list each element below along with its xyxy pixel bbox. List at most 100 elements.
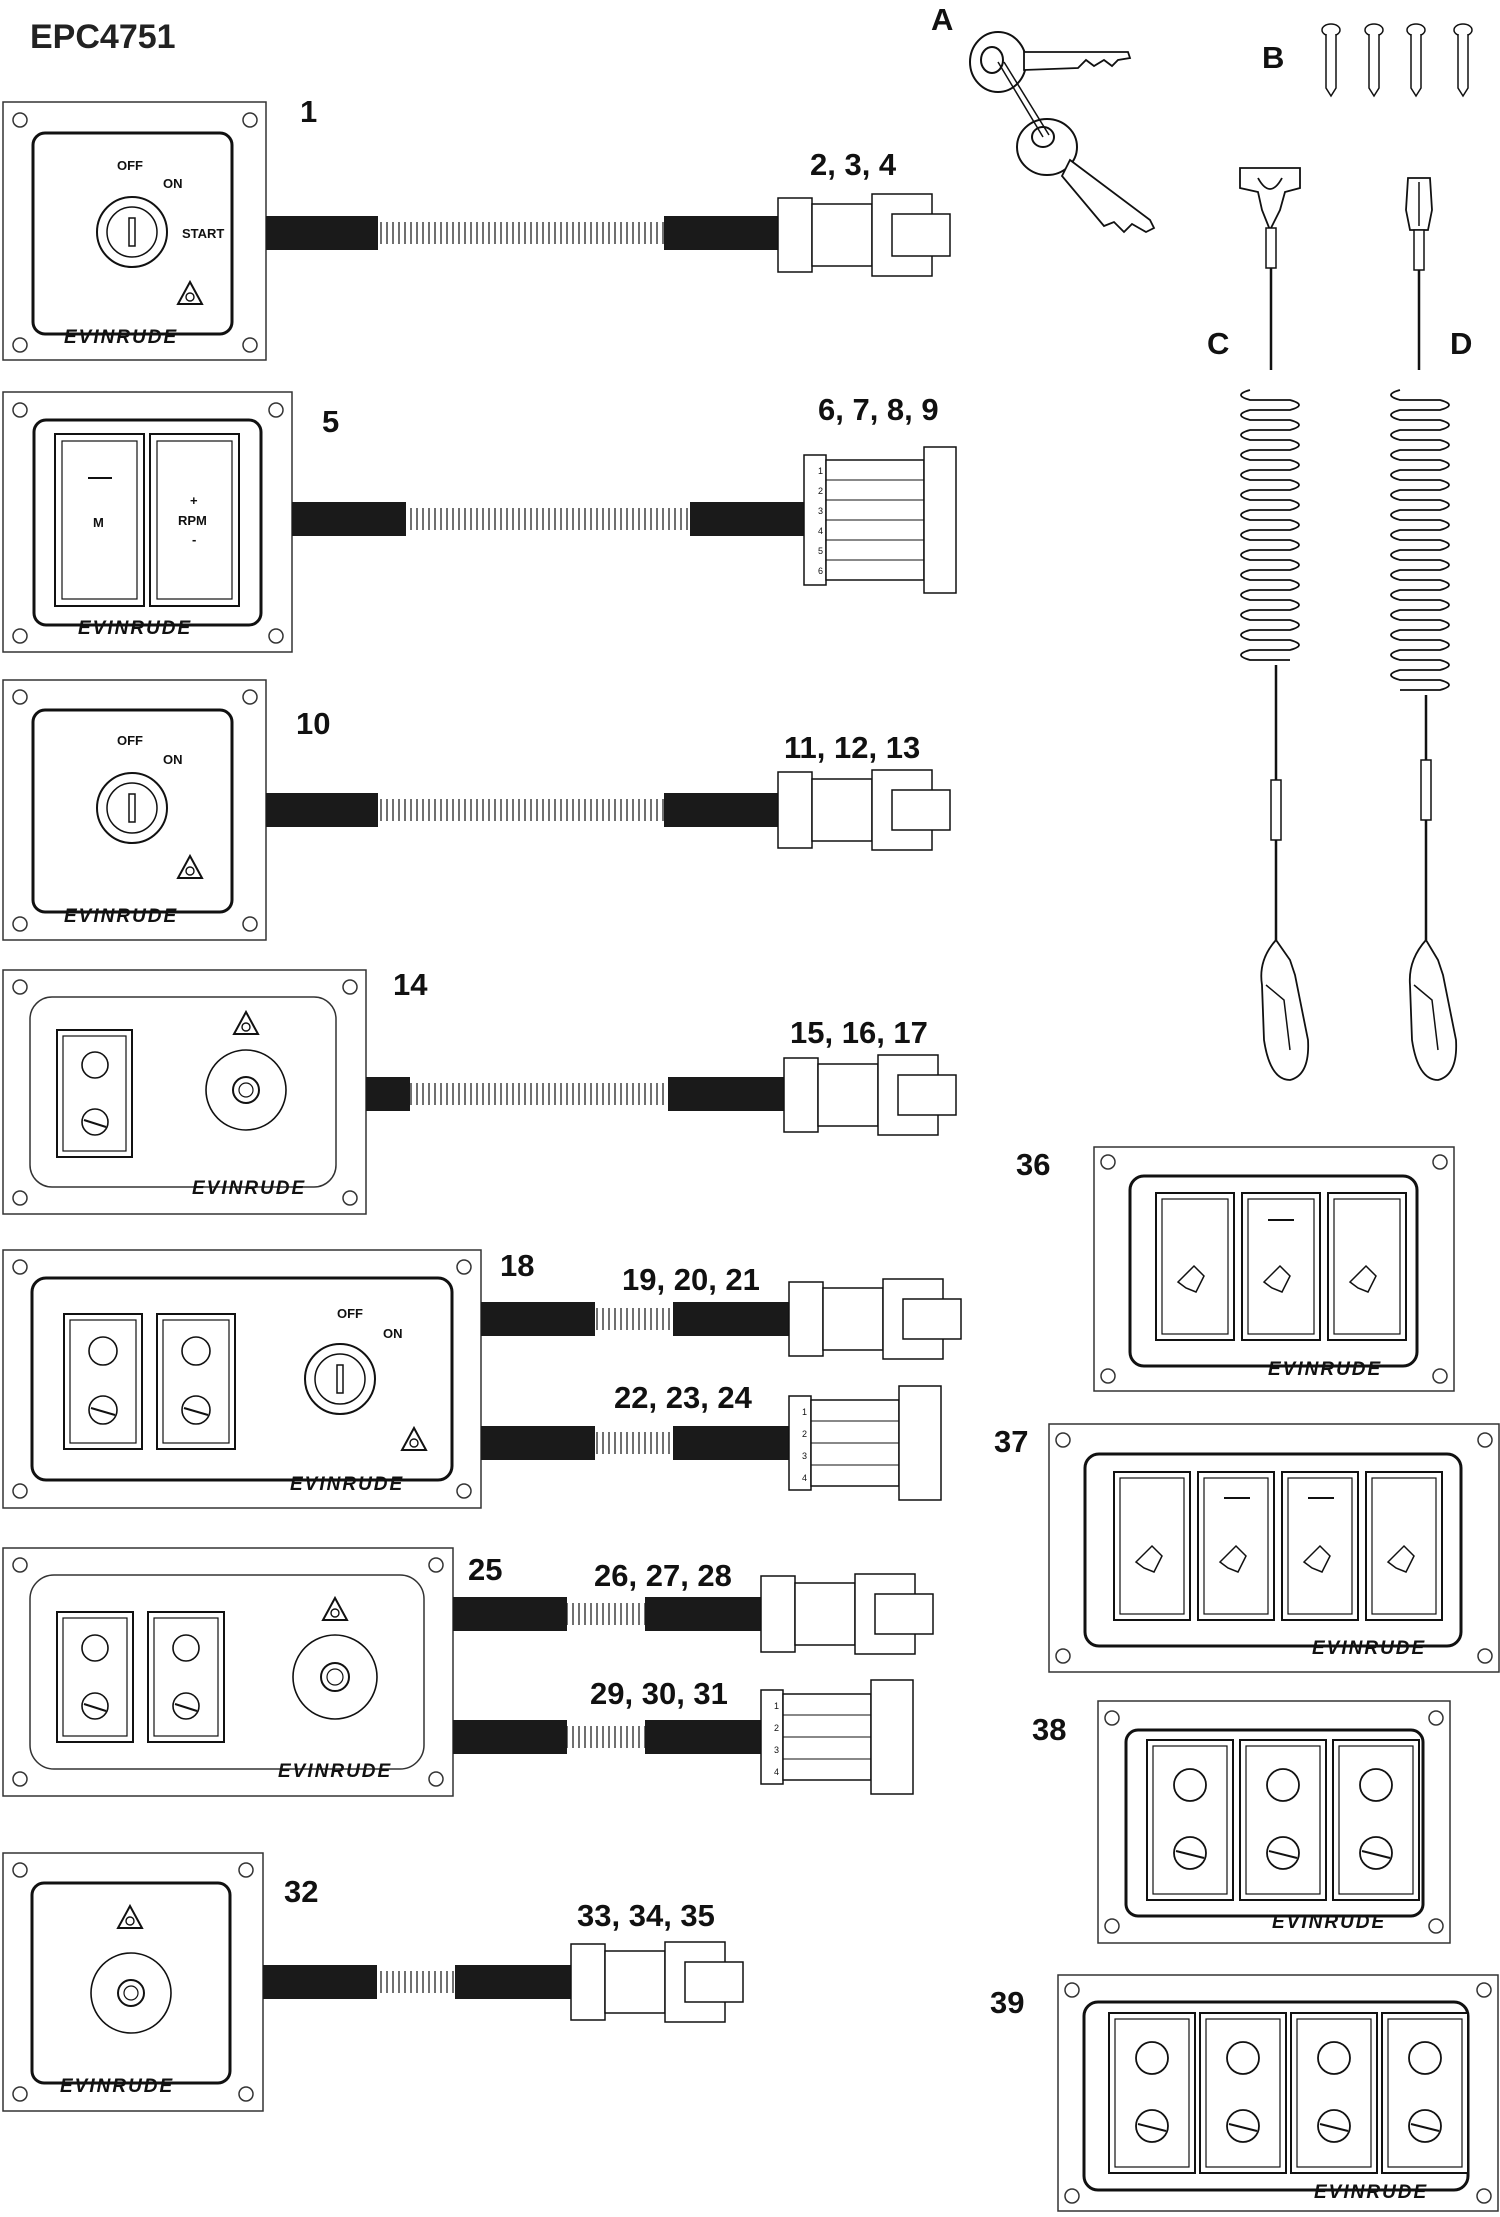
panel-1-brand: EVINRUDE bbox=[64, 327, 178, 348]
pin-number: 3 bbox=[818, 506, 823, 516]
panel-37: EVINRUDE 37 bbox=[994, 1423, 1500, 1673]
panel-5-callout: 5 bbox=[322, 404, 339, 439]
cable-coil bbox=[378, 222, 664, 244]
panel-5: M + RPM - EVINRUDE 5 1 2 3 4 5 6 6, 7, 8… bbox=[2, 391, 957, 653]
multi-pin-connector: 1 2 3 4 bbox=[788, 1385, 942, 1501]
pin-number: 1 bbox=[774, 1701, 779, 1711]
cable-coil bbox=[410, 1083, 668, 1105]
panel-14: EVINRUDE 14 15, 16, 17 bbox=[2, 967, 957, 1215]
panel-10: OFF ON EVINRUDE 10 11, 12, 13 bbox=[2, 679, 951, 941]
switch-label-on: ON bbox=[163, 752, 183, 767]
cable-sleeve bbox=[453, 1597, 567, 1631]
switch-label-on: ON bbox=[163, 176, 183, 191]
panel-18-callout: 18 bbox=[500, 1248, 534, 1283]
panel-10-brand: EVINRUDE bbox=[64, 906, 178, 927]
panel-37-callout: 37 bbox=[994, 1424, 1028, 1459]
panel-14-callout: 14 bbox=[393, 967, 428, 1002]
cable-sleeve bbox=[481, 1302, 595, 1336]
cable-coil bbox=[378, 799, 664, 821]
cable-sleeve bbox=[673, 1426, 789, 1460]
panel-39-brand: EVINRUDE bbox=[1314, 2182, 1428, 2203]
connector bbox=[777, 193, 951, 277]
cable-coil bbox=[377, 1971, 455, 1993]
panel-18: OFF ON EVINRUDE 18 19, 20, 21 1 2 3 bbox=[2, 1248, 962, 1509]
pin-number: 1 bbox=[802, 1407, 807, 1417]
panel-38-callout: 38 bbox=[1032, 1712, 1066, 1747]
connector-callout-18b: 22, 23, 24 bbox=[614, 1380, 753, 1415]
panel-36-callout: 36 bbox=[1016, 1147, 1050, 1182]
pin-number: 1 bbox=[818, 466, 823, 476]
panel-38-brand: EVINRUDE bbox=[1272, 1912, 1386, 1933]
cable-sleeve bbox=[481, 1426, 595, 1460]
warning-icon bbox=[232, 1009, 260, 1035]
lanyard-c-callout: C bbox=[1207, 326, 1229, 361]
pin-number: 3 bbox=[802, 1451, 807, 1461]
rocker-label-minus: - bbox=[192, 532, 196, 547]
rocker-label-rpm: RPM bbox=[178, 513, 207, 528]
panel-37-brand: EVINRUDE bbox=[1312, 1638, 1426, 1659]
connector bbox=[570, 1941, 744, 2023]
cable-coil bbox=[567, 1603, 645, 1625]
multi-pin-connector: 1 2 3 4 5 6 bbox=[803, 446, 957, 594]
pin-number: 4 bbox=[774, 1767, 779, 1777]
ignition-keys: A bbox=[931, 2, 1156, 234]
lanyard-d-callout: D bbox=[1450, 326, 1472, 361]
switch-label-off: OFF bbox=[117, 158, 143, 173]
connector bbox=[760, 1573, 934, 1655]
connector-callout-25a: 26, 27, 28 bbox=[594, 1558, 732, 1593]
pin-number: 6 bbox=[818, 566, 823, 576]
cable-sleeve bbox=[673, 1302, 789, 1336]
cable-sleeve bbox=[266, 216, 378, 250]
panel-25: EVINRUDE 25 26, 27, 28 1 2 3 4 29, bbox=[2, 1547, 934, 1797]
connector bbox=[788, 1278, 962, 1360]
rocker-label-plus: + bbox=[190, 493, 198, 508]
panel-39-callout: 39 bbox=[990, 1985, 1024, 2020]
panel-32-callout: 32 bbox=[284, 1874, 318, 1909]
connector-callout-10: 11, 12, 13 bbox=[784, 730, 920, 765]
cable-coil bbox=[567, 1726, 645, 1748]
keys-callout: A bbox=[931, 2, 953, 37]
rocker-label-m: M bbox=[93, 515, 104, 530]
warning-icon bbox=[116, 1903, 144, 1929]
panel-32: EVINRUDE 32 33, 34, 35 bbox=[2, 1852, 744, 2112]
pin-number: 5 bbox=[818, 546, 823, 556]
pin-number: 2 bbox=[774, 1723, 779, 1733]
cable-sleeve bbox=[263, 1965, 377, 1999]
warning-icon bbox=[400, 1425, 428, 1451]
cable-coil bbox=[595, 1432, 673, 1454]
warning-icon bbox=[176, 853, 204, 879]
connector bbox=[777, 769, 951, 851]
pin-number: 2 bbox=[802, 1429, 807, 1439]
panel-14-brand: EVINRUDE bbox=[192, 1178, 306, 1199]
lanyard-d: D bbox=[1390, 177, 1472, 1081]
panel-36: EVINRUDE 36 bbox=[1016, 1146, 1455, 1392]
panel-39: EVINRUDE 39 bbox=[990, 1974, 1499, 2212]
panel-32-brand: EVINRUDE bbox=[60, 2076, 174, 2097]
connector-callout-32: 33, 34, 35 bbox=[577, 1898, 715, 1933]
multi-pin-connector: 1 2 3 4 bbox=[760, 1679, 914, 1795]
pin-number: 4 bbox=[818, 526, 823, 536]
panel-36-brand: EVINRUDE bbox=[1268, 1359, 1382, 1380]
connector-callout-18a: 19, 20, 21 bbox=[622, 1262, 760, 1297]
lanyard-c: C bbox=[1207, 167, 1310, 1081]
switch-label-on: ON bbox=[383, 1326, 403, 1341]
cable-coil bbox=[595, 1308, 673, 1330]
screws-callout: B bbox=[1262, 40, 1284, 75]
pin-number: 4 bbox=[802, 1473, 807, 1483]
warning-icon bbox=[176, 279, 204, 305]
pin-number: 3 bbox=[774, 1745, 779, 1755]
screws: B bbox=[1262, 23, 1473, 98]
cable-sleeve bbox=[366, 1077, 410, 1111]
pin-number: 2 bbox=[818, 486, 823, 496]
cable-sleeve bbox=[668, 1077, 784, 1111]
connector-callout-25b: 29, 30, 31 bbox=[590, 1676, 728, 1711]
cable-sleeve bbox=[645, 1720, 761, 1754]
connector bbox=[783, 1054, 957, 1136]
cable-sleeve bbox=[292, 502, 406, 536]
panel-25-callout: 25 bbox=[468, 1552, 502, 1587]
panel-5-brand: EVINRUDE bbox=[78, 618, 192, 639]
cable-sleeve bbox=[645, 1597, 761, 1631]
connector-callout-14: 15, 16, 17 bbox=[790, 1015, 928, 1050]
switch-label-off: OFF bbox=[117, 733, 143, 748]
